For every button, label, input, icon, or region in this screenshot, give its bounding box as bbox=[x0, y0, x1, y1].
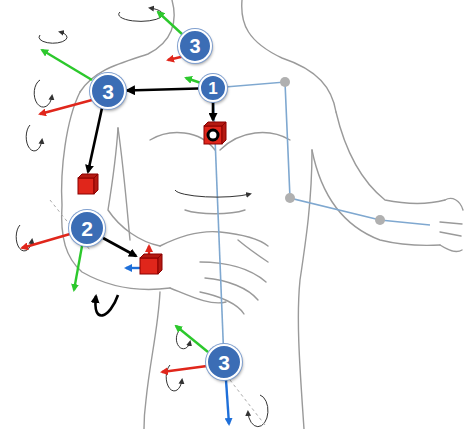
callout-circle: 1 bbox=[199, 74, 227, 102]
callout-number: 1 bbox=[208, 80, 217, 97]
callout-circle: 2 bbox=[69, 210, 105, 246]
callout-circle: 3 bbox=[90, 73, 126, 109]
callout-number: 3 bbox=[189, 36, 200, 56]
link-arrow bbox=[127, 88, 198, 90]
callout-number: 2 bbox=[81, 218, 93, 239]
callout-circle: 3 bbox=[178, 29, 212, 63]
callout-number: 3 bbox=[218, 352, 230, 373]
callout-circle: 3 bbox=[206, 344, 242, 380]
callout-number: 3 bbox=[102, 81, 114, 102]
